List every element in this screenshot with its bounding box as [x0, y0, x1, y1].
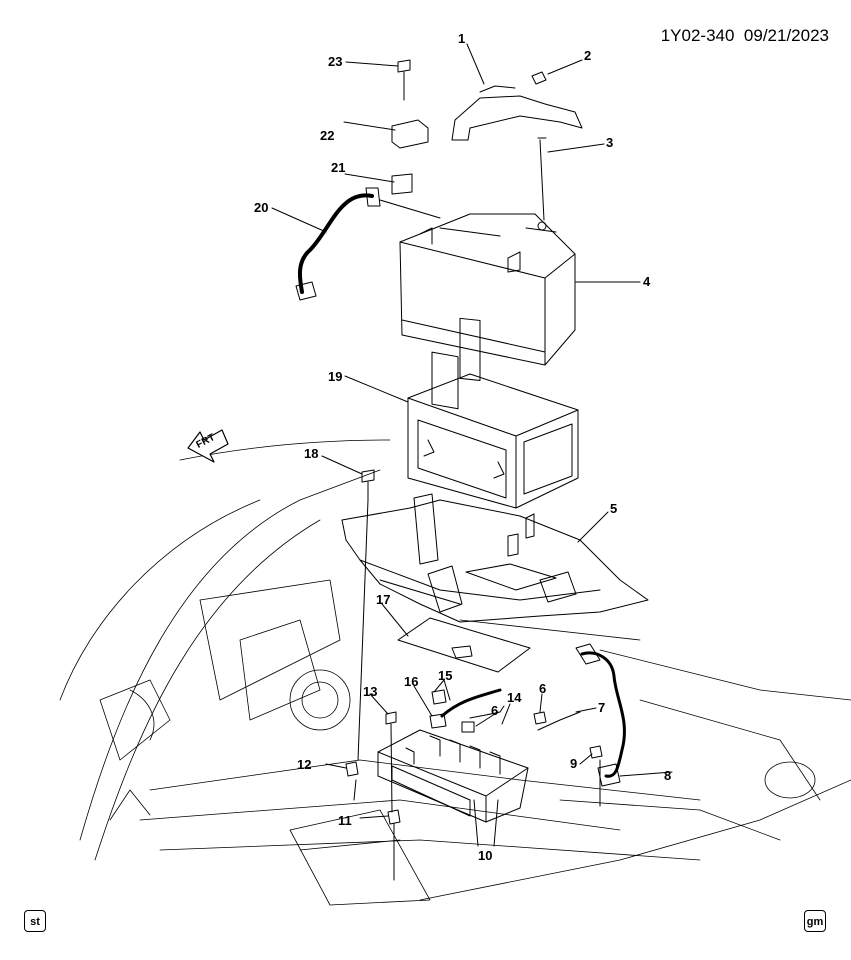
callout-3: 3: [606, 135, 614, 150]
battery-insulator-tray: [407, 373, 579, 509]
battery-tray: [341, 493, 649, 623]
callout-17: 17: [376, 592, 391, 607]
battery-cable: [440, 688, 502, 718]
leader-lines: [271, 43, 673, 847]
callout-6-lower: 6: [491, 703, 499, 718]
callout-18: 18: [304, 446, 319, 461]
callout-23: 23: [328, 54, 343, 69]
forward-direction-arrow: [187, 429, 229, 463]
callout-1: 1: [458, 31, 466, 46]
ground-strap: [537, 711, 581, 731]
callout-21: 21: [331, 160, 346, 175]
fuse-block-cover: [397, 617, 531, 673]
bolt: [361, 469, 375, 501]
badge-gm-logo: gm: [804, 910, 826, 932]
callout-16: 16: [404, 674, 419, 689]
callout-10: 10: [478, 848, 493, 863]
bracket: [391, 173, 413, 195]
bolt: [385, 711, 397, 813]
battery: [399, 213, 576, 410]
diagram-code: 1Y02-340: [660, 26, 735, 45]
callout-20: 20: [254, 200, 269, 215]
callout-4: 4: [643, 274, 651, 289]
callout-12: 12: [297, 757, 312, 772]
callout-8: 8: [664, 768, 672, 783]
nut: [531, 71, 547, 85]
callout-19: 19: [328, 369, 343, 384]
document-id: 1Y02-340 09/21/2023: [661, 27, 829, 44]
callout-13: 13: [363, 684, 378, 699]
fuse-block: [377, 729, 529, 823]
stud: [345, 761, 359, 777]
vent-hose: [297, 193, 374, 294]
callout-14: 14: [507, 690, 522, 705]
callout-7: 7: [598, 700, 606, 715]
callout-5: 5: [610, 501, 618, 516]
callout-2: 2: [584, 48, 592, 63]
hold-down-bolt: [537, 137, 547, 221]
positive-cable: [580, 651, 626, 778]
callout-6-upper: 6: [539, 681, 547, 696]
callout-9: 9: [570, 756, 578, 771]
battery-hold-down-bracket: [451, 95, 583, 141]
diagram-date: 09/21/2023: [743, 26, 829, 45]
callout-22: 22: [320, 128, 335, 143]
retainer: [391, 119, 429, 149]
badge-st: st: [24, 910, 46, 932]
bolt: [397, 59, 411, 101]
callout-11: 11: [338, 813, 352, 828]
vehicle-body-outline: [59, 439, 851, 906]
stud: [387, 809, 401, 881]
callout-15: 15: [438, 668, 453, 683]
